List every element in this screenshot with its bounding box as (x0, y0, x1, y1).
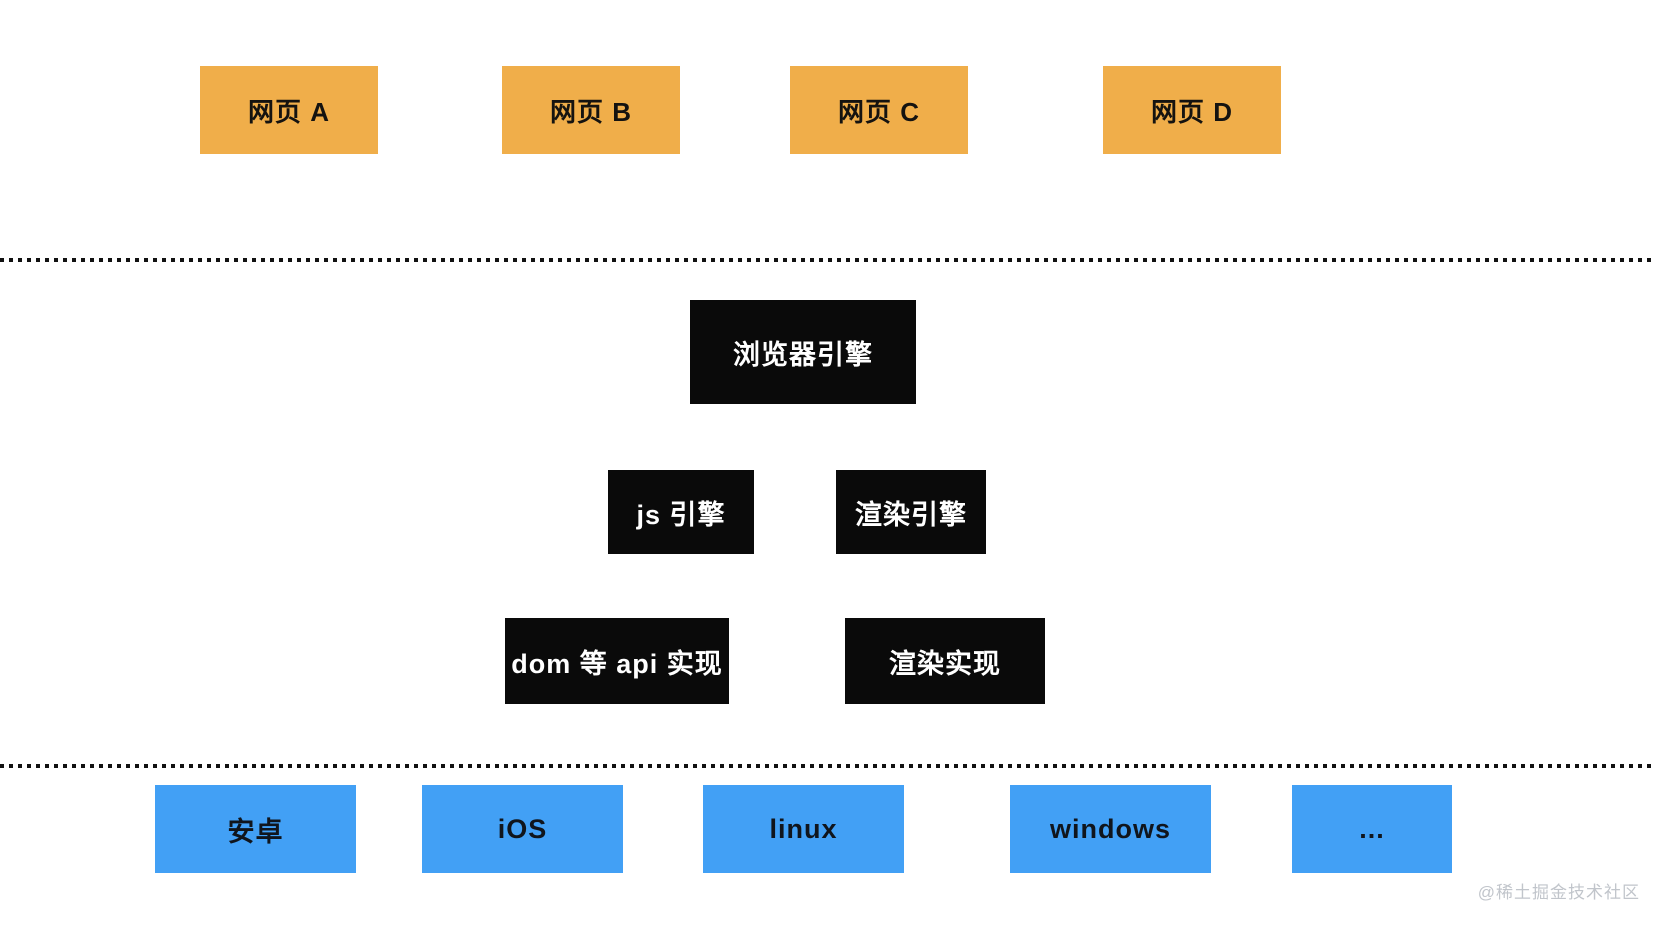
render-implementation-box: 渲染实现 (845, 618, 1045, 704)
dotted-divider-top (0, 258, 1656, 262)
platform-windows-box: windows (1010, 785, 1211, 873)
platform-android-box: 安卓 (155, 785, 356, 873)
web-page-c-box: 网页 C (790, 66, 968, 154)
platform-more-box: ... (1292, 785, 1452, 873)
js-engine-box: js 引擎 (608, 470, 754, 554)
browser-engine-box: 浏览器引擎 (690, 300, 916, 404)
dom-api-implementation-box: dom 等 api 实现 (505, 618, 729, 704)
web-page-a-box: 网页 A (200, 66, 378, 154)
juejin-watermark: @稀土掘金技术社区 (1477, 883, 1640, 902)
web-page-d-box: 网页 D (1103, 66, 1281, 154)
platform-ios-box: iOS (422, 785, 623, 873)
dotted-divider-bottom (0, 764, 1656, 768)
web-page-b-box: 网页 B (502, 66, 680, 154)
platform-linux-box: linux (703, 785, 904, 873)
render-engine-box: 渲染引擎 (836, 470, 986, 554)
